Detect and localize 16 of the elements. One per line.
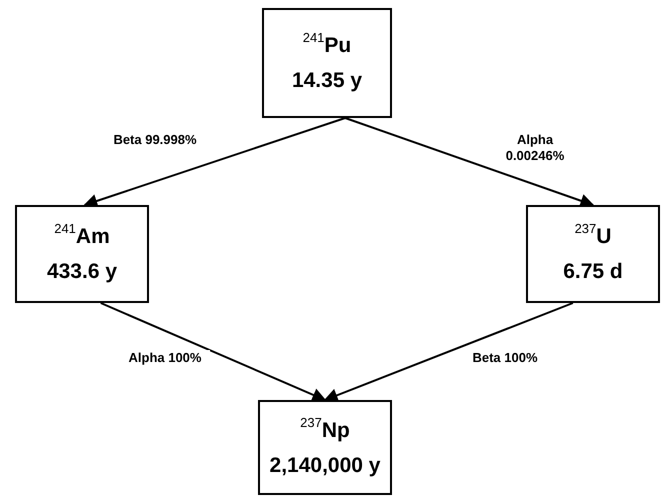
nuclide-box xyxy=(15,205,149,303)
nuclide-symbol: $^{237}$Np xyxy=(300,420,350,440)
half-life: 2,140,000 y xyxy=(270,454,380,476)
arrow xyxy=(100,302,326,402)
half-life: 14.35 y xyxy=(292,70,362,91)
nuclide-box xyxy=(526,205,660,303)
arrow xyxy=(344,117,594,208)
nuclide-box xyxy=(262,8,392,118)
nuclide-symbol: $^{241}$Pu xyxy=(302,35,352,56)
arrow xyxy=(83,117,346,208)
half-life: 6.75 d xyxy=(563,261,623,282)
nuclide-symbol: $^{237}$U xyxy=(574,226,612,247)
half-life: 433.6 y xyxy=(46,261,118,282)
nuclide-box xyxy=(258,400,392,495)
nuclide-symbol: $^{241}$Am xyxy=(54,226,110,247)
arrow xyxy=(324,302,574,402)
